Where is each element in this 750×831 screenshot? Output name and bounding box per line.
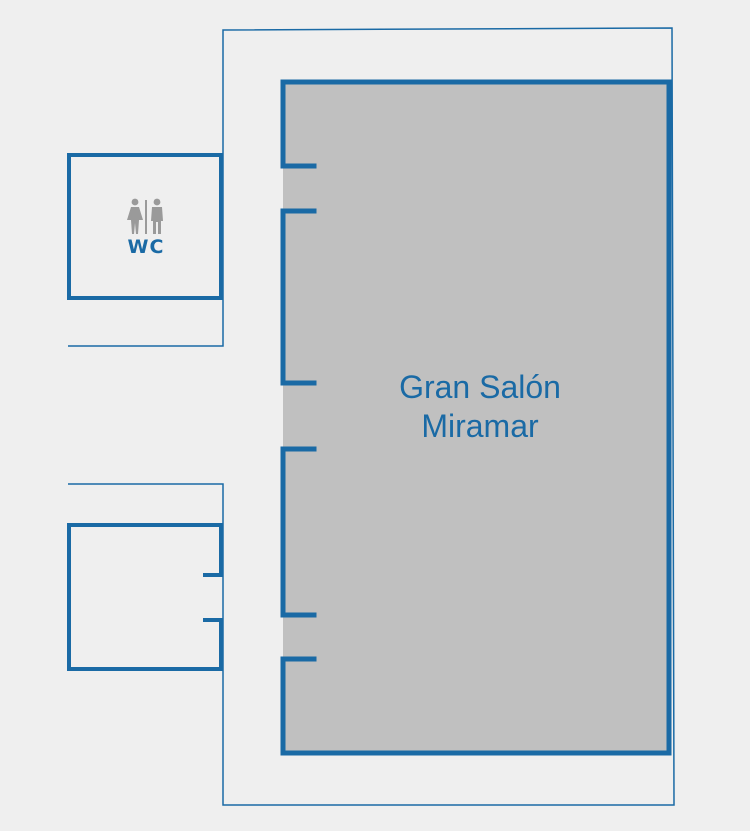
hall-name: Gran Salón Miramar (380, 368, 580, 446)
man-icon (153, 198, 161, 206)
restroom-label: WC (127, 236, 165, 258)
restroom-room[interactable] (67, 153, 223, 300)
lower-room[interactable] (67, 523, 223, 671)
hall-name-line2: Miramar (421, 408, 539, 444)
gran-salon-miramar-hall[interactable] (283, 82, 669, 753)
hall-walls (280, 79, 672, 756)
hall-name-line1: Gran Salón (399, 369, 561, 405)
woman-icon (131, 198, 139, 206)
restroom-icon (127, 198, 163, 234)
